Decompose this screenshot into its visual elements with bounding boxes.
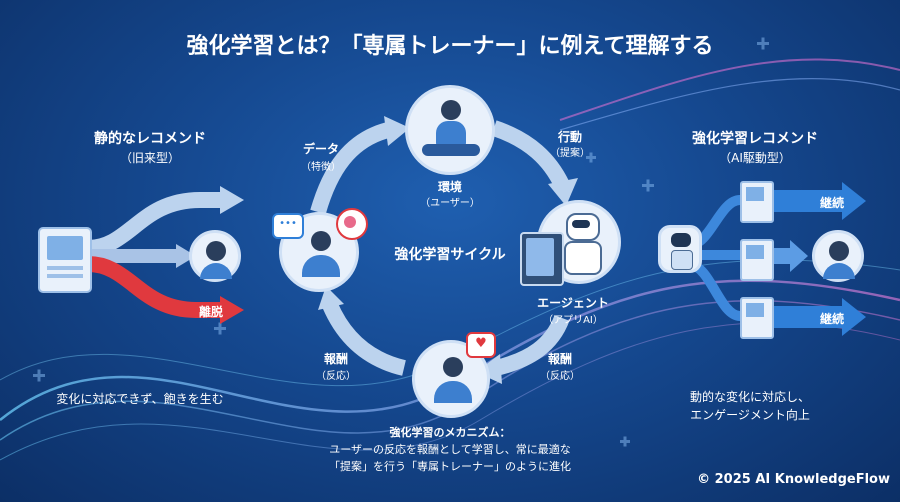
copyright: © 2025 AI KnowledgeFlow <box>697 472 890 487</box>
reward-right-sub: （反応） <box>540 371 580 382</box>
page-title: 強化学習とは？「専属トレーナー」に例えて理解する <box>186 34 714 59</box>
recommend-doc-icon-2 <box>740 239 774 281</box>
left-heading: 静的なレコメンド <box>94 131 206 147</box>
recommend-doc-icon-1 <box>740 181 774 223</box>
data-sub: （特徴） <box>301 162 341 173</box>
right-caption-line1: 動的な変化に対応し、 <box>689 390 810 404</box>
continue-label-2: 継続 <box>819 312 844 326</box>
environment-user-avatar <box>405 85 495 175</box>
right-caption-line2: エンゲージメント向上 <box>690 408 810 422</box>
tablet-icon <box>520 232 564 286</box>
reward-left-label: 報酬 <box>323 352 348 366</box>
recommend-doc-icon-3 <box>740 297 774 339</box>
heart-icon: ♥ <box>466 332 496 358</box>
reward-right-label: 報酬 <box>547 352 572 366</box>
agent-sub: （アプリAI） <box>543 315 603 326</box>
environment-sub: （ユーザー） <box>420 198 480 209</box>
agent-label: エージェント <box>537 296 609 310</box>
reward-left-sub: （反応） <box>316 371 356 382</box>
reward-user-avatar <box>412 340 490 418</box>
cycle-center-label: 強化学習サイクル <box>394 247 506 263</box>
mechanism-line1: 強化学習のメカニズム： <box>389 426 511 439</box>
right-heading: 強化学習レコメンド <box>692 131 818 147</box>
left-subheading: （旧来型） <box>119 151 180 165</box>
action-label: 行動 <box>557 130 582 144</box>
left-caption: 変化に対応できず、飽きを生む <box>56 392 224 406</box>
small-robot-icon <box>658 225 702 273</box>
churn-label: 離脱 <box>198 305 223 319</box>
continue-label-1: 継続 <box>819 196 844 210</box>
environment-label: 環境 <box>437 180 462 194</box>
chat-bubble-icon: ••• <box>272 213 304 239</box>
mechanism-line3: 「提案」を行う「専属トレーナー」のように進化 <box>329 460 571 473</box>
data-label: データ <box>302 142 339 156</box>
bored-user-avatar <box>189 230 241 282</box>
static-document-icon <box>38 227 92 293</box>
right-subheading: （AI駆動型） <box>719 151 791 165</box>
plus-icons <box>33 37 769 447</box>
brain-icon <box>336 208 368 240</box>
happy-user-avatar <box>812 230 864 282</box>
mechanism-line2: ユーザーの反応を報酬として学習し、常に最適な <box>329 443 571 456</box>
action-sub: （提案） <box>550 148 590 159</box>
